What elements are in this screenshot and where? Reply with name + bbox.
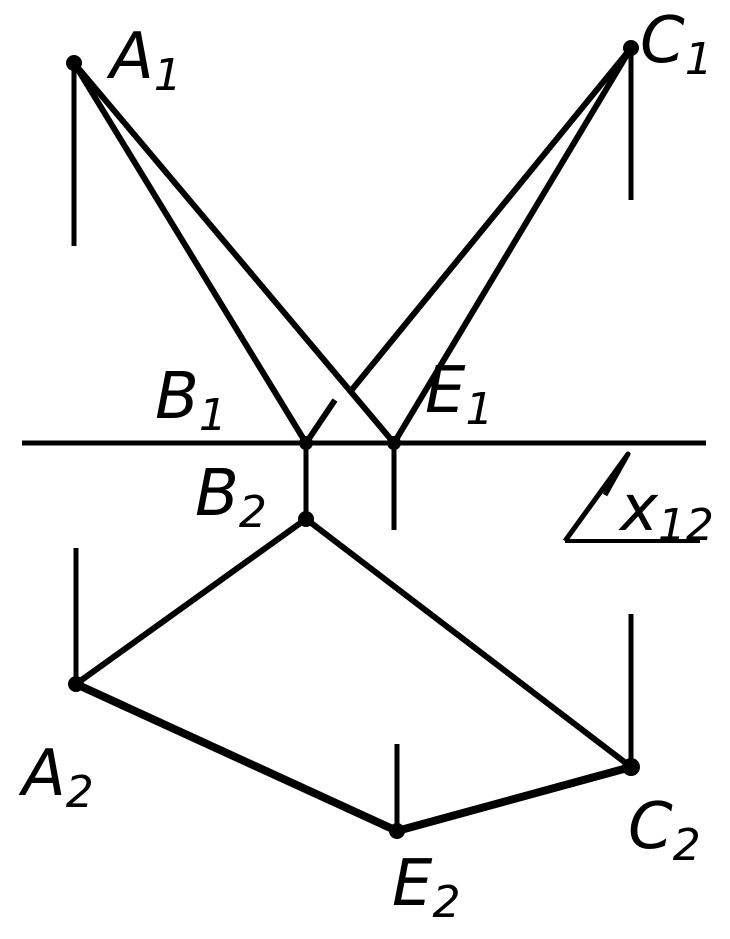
- edge-c1-b1-visible: [347, 46, 634, 394]
- label-b1: B1: [155, 360, 227, 441]
- edge-a2-e2: [74, 680, 399, 835]
- edge-c1-b1-lower: [303, 398, 338, 445]
- point-b1: [299, 436, 313, 450]
- edge-a1-e1: [71, 61, 397, 445]
- label-e1: E1: [425, 354, 493, 435]
- label-a2: A2: [18, 737, 94, 818]
- point-b2: [298, 511, 314, 527]
- edge-e2-c2: [395, 763, 633, 835]
- edge-c1-e1: [391, 46, 634, 445]
- label-c1: C1: [640, 4, 713, 85]
- edge-a1-b1: [71, 61, 309, 445]
- label-b2: B2: [195, 457, 267, 538]
- point-c2: [622, 758, 640, 776]
- label-c2: C2: [628, 790, 701, 871]
- point-e2: [389, 823, 405, 839]
- point-c1: [623, 40, 639, 56]
- label-a1: A1: [106, 20, 182, 101]
- point-e1: [387, 436, 401, 450]
- edge-b2-a2: [74, 516, 308, 687]
- label-axis-x12: x12: [618, 472, 714, 551]
- point-a1: [66, 55, 82, 71]
- label-e2: E2: [392, 847, 460, 928]
- axis-marker-arrow: [562, 451, 631, 543]
- edge-b2-c2: [304, 516, 633, 770]
- point-a2: [68, 676, 84, 692]
